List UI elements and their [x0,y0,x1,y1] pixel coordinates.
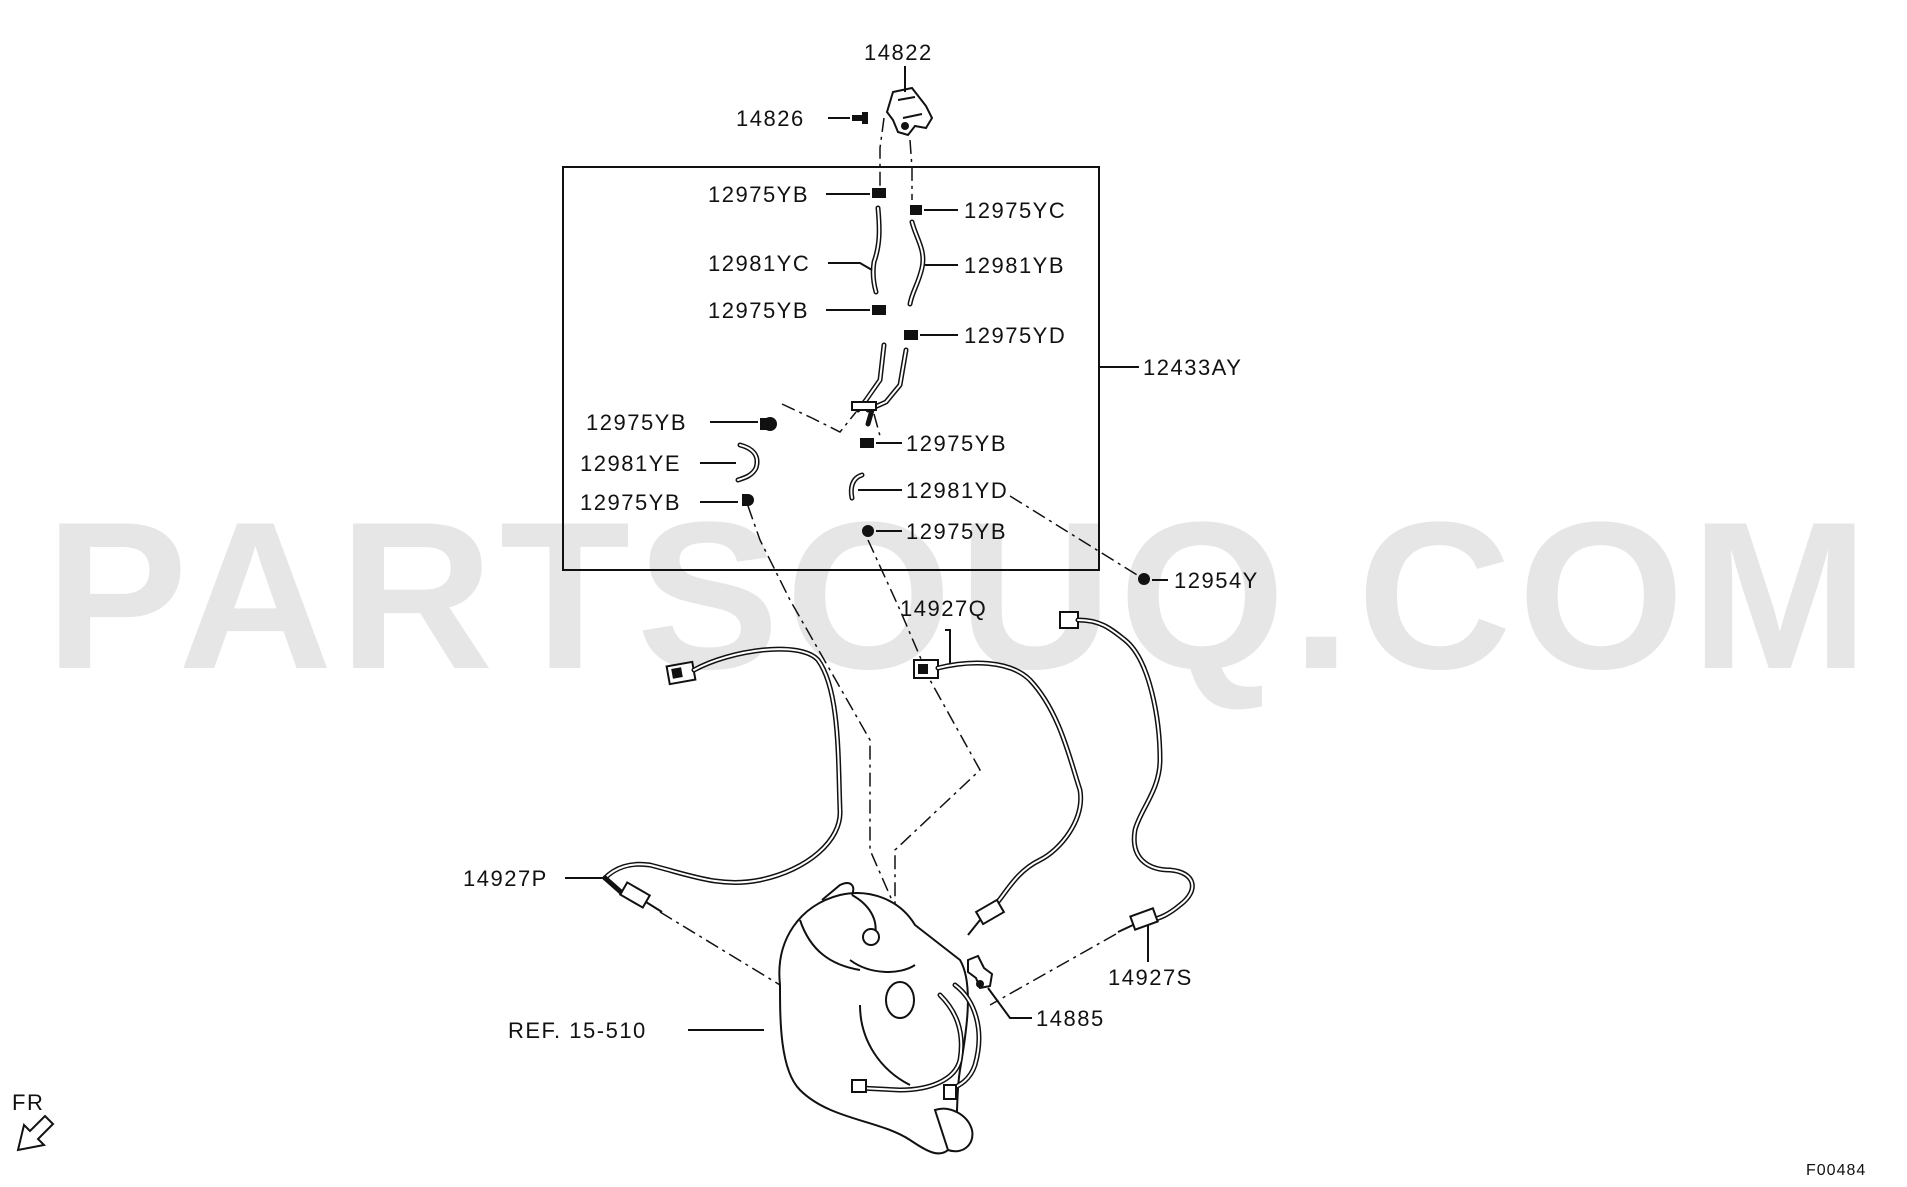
label-12975YB-3[interactable]: 12975YB [586,410,687,435]
label-12981YE[interactable]: 12981YE [580,451,681,476]
label-12975YB-1[interactable]: 12975YB [708,182,809,207]
watermark-text: PARTSOUQ.COM [45,478,1875,713]
clip-12975YB-lower-right [862,525,874,537]
bracket-14822-part [885,86,934,137]
sensor-14927P-part [602,646,843,913]
label-12975YD[interactable]: 12975YD [964,323,1066,348]
label-12981YD[interactable]: 12981YD [906,478,1008,503]
label-14927S[interactable]: 14927S [1108,965,1193,990]
label-ref-15-510[interactable]: REF. 15-510 [508,1018,647,1043]
label-12975YC[interactable]: 12975YC [964,198,1066,223]
label-14927Q[interactable]: 14927Q [900,596,987,621]
sensor-14927S-part [1059,611,1195,933]
bracket-14885-part [967,954,994,990]
label-14927P[interactable]: 14927P [463,866,548,891]
label-14885[interactable]: 14885 [1036,1006,1105,1031]
label-12981YB[interactable]: 12981YB [964,253,1065,278]
label-12981YC[interactable]: 12981YC [708,251,810,276]
label-14826[interactable]: 14826 [736,106,805,131]
hose-12981YB-part [907,219,926,307]
hose-12981YC-part [870,205,882,295]
y-joint-pipe-part [851,342,909,427]
catalytic-converter-part [778,882,982,1155]
assembly-box-12433AY [562,166,1100,571]
clip-12975YC [910,205,922,215]
sensor-14927Q-part [913,659,1084,936]
front-direction-arrow-icon [16,1114,55,1152]
clip-12975YB-second [872,305,886,315]
hose-12981YE-part [735,442,760,483]
clip-12975YB-top [872,188,886,198]
clip-12975YB-right [860,438,874,448]
clip-12975YB-lower-left [742,494,754,506]
clip-12975YD [904,330,918,340]
label-14822[interactable]: 14822 [864,40,933,65]
figure-code: F00484 [1806,1162,1866,1179]
label-12954Y[interactable]: 12954Y [1174,568,1259,593]
bolt-12954Y-part [1138,573,1150,585]
label-12975YB-2[interactable]: 12975YB [708,298,809,323]
label-12975YB-4[interactable]: 12975YB [906,431,1007,456]
label-12975YB-5[interactable]: 12975YB [580,490,681,515]
label-12433AY[interactable]: 12433AY [1143,355,1242,380]
bolt-14826-part [852,112,868,124]
label-12975YB-6[interactable]: 12975YB [906,519,1007,544]
clip-12975YB-left [760,417,777,431]
front-marker-label: FR [12,1090,44,1115]
hose-12981YD-part [848,472,865,501]
